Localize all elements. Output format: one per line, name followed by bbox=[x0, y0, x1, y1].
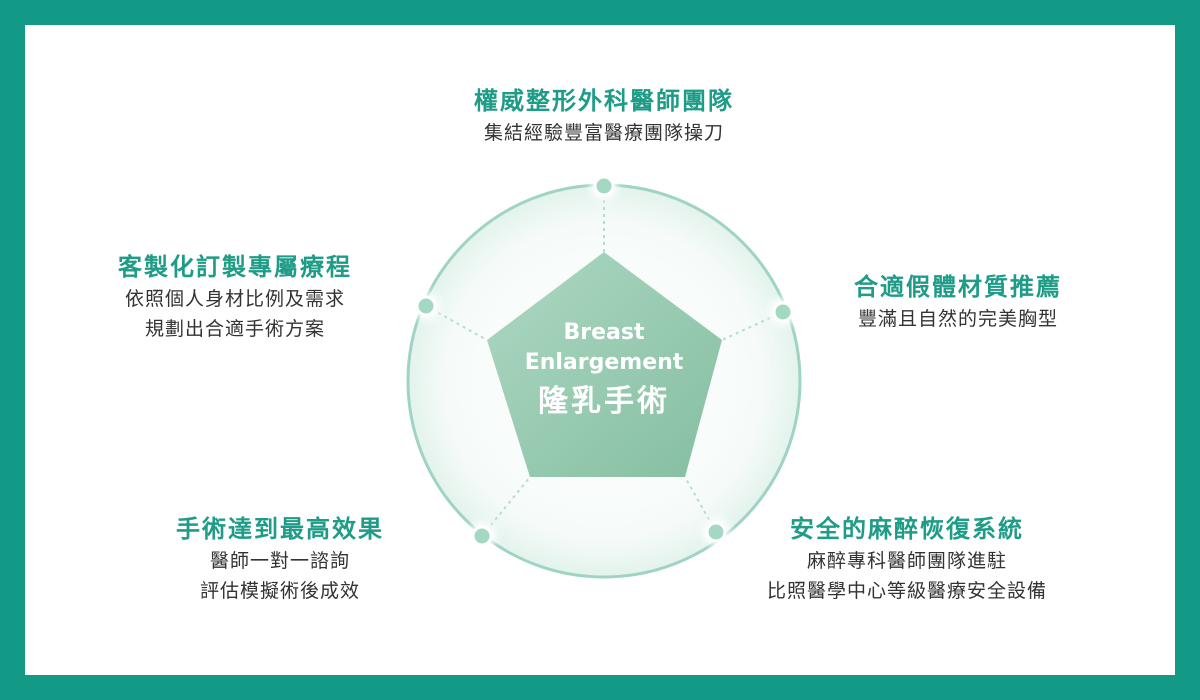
feature-title: 安全的麻醉恢復系統 bbox=[790, 515, 1024, 543]
feature-description: 集結經驗豐富醫療團隊操刀 bbox=[483, 122, 724, 144]
feature-right: 合適假體材質推薦 豐滿且自然的完美胸型 bbox=[808, 270, 1108, 334]
center-chinese-title: 隆乳手術 bbox=[538, 384, 670, 419]
pentagon-shape bbox=[487, 252, 722, 477]
feature-description: 豐滿且自然的完美胸型 bbox=[857, 308, 1058, 330]
node-dot-left bbox=[415, 295, 437, 317]
feature-description: 依照個人身材比例及需求 bbox=[124, 288, 345, 310]
feature-description: 比照醫學中心等級醫療安全設備 bbox=[766, 580, 1047, 602]
feature-title: 客製化訂製專屬療程 bbox=[118, 253, 352, 281]
feature-description: 規劃出合適手術方案 bbox=[144, 318, 325, 340]
feature-title: 合適假體材質推薦 bbox=[854, 273, 1062, 301]
node-dot-bottom-right bbox=[705, 521, 727, 543]
connector-lines bbox=[425, 186, 784, 537]
center-english-line-2: Enlargement bbox=[524, 350, 684, 375]
node-dots bbox=[412, 172, 797, 550]
feature-left: 客製化訂製專屬療程 依照個人身材比例及需求 規劃出合適手術方案 bbox=[80, 250, 390, 344]
node-dot-top bbox=[593, 175, 615, 197]
feature-bottom-right: 安全的麻醉恢復系統 麻醉專科醫師團隊進駐 比照醫學中心等級醫療安全設備 bbox=[722, 512, 1092, 606]
feature-bottom-left: 手術達到最高效果 醫師一對一諮詢 評估模擬術後成效 bbox=[140, 512, 420, 606]
node-dot-right bbox=[772, 301, 794, 323]
center-label: Breast Enlargement 隆乳手術 bbox=[504, 318, 704, 424]
feature-title: 權威整形外科醫師團隊 bbox=[474, 87, 734, 115]
feature-description: 評估模擬術後成效 bbox=[199, 580, 360, 602]
feature-title: 手術達到最高效果 bbox=[176, 515, 384, 543]
feature-description: 醫師一對一諮詢 bbox=[209, 550, 350, 572]
feature-description: 麻醉專科醫師團隊進駐 bbox=[806, 550, 1007, 572]
node-dot-bottom-left bbox=[471, 525, 493, 547]
center-english-line-1: Breast bbox=[563, 320, 645, 345]
feature-top: 權威整形外科醫師團隊 集結經驗豐富醫療團隊操刀 bbox=[404, 84, 804, 148]
